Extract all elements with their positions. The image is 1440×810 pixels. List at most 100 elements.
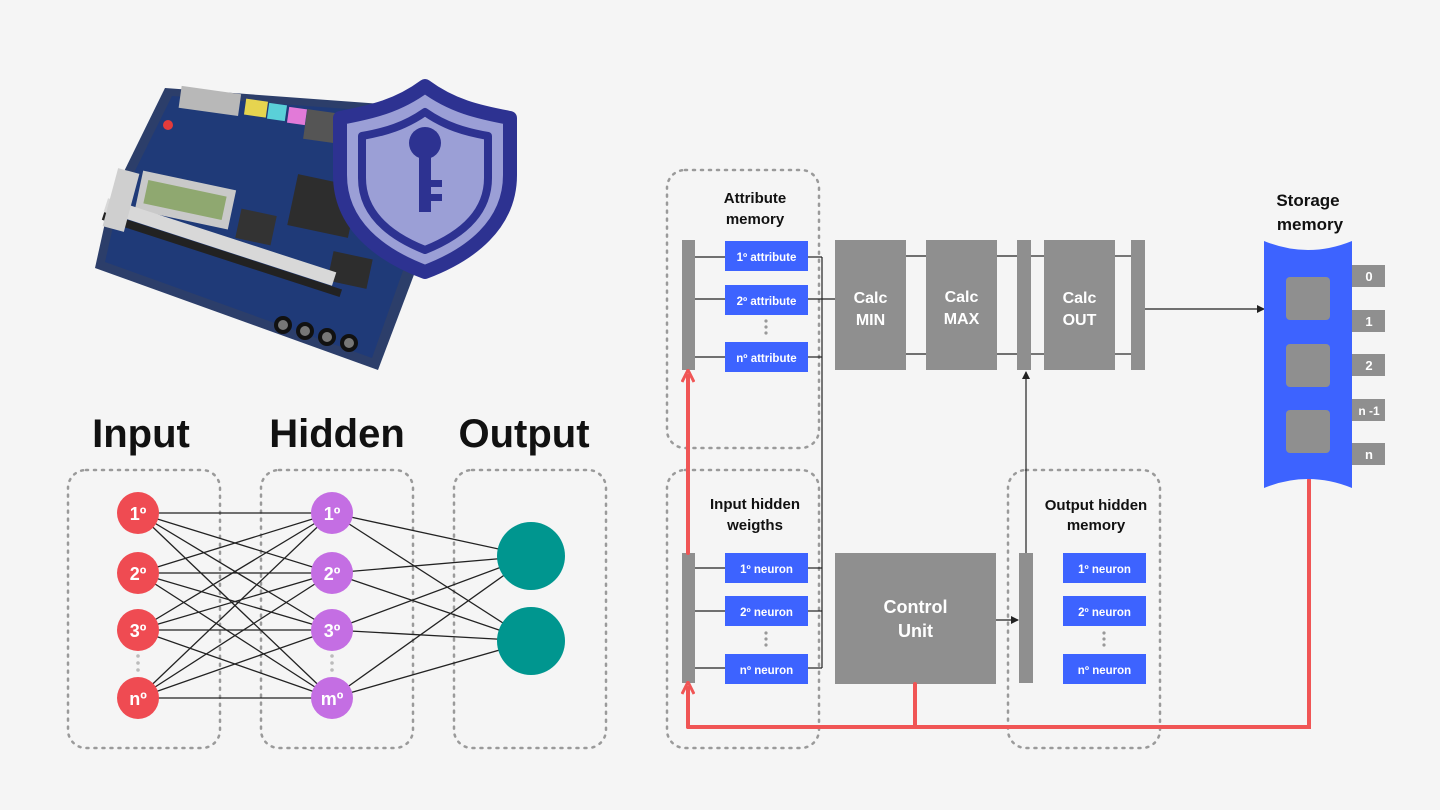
calc-out-label-1: Calc — [1063, 290, 1097, 307]
input-weight-item-2-label: 2º neuron — [740, 607, 793, 619]
input-neuron-2 — [117, 552, 159, 594]
output-hidden-item-n-label: nº neuron — [1078, 665, 1131, 677]
edge-hidden-3-output-1 — [331, 640, 532, 699]
storage-address-n-minus-1-label: n -1 — [1358, 404, 1380, 418]
edge-input-3-hidden-1 — [137, 572, 333, 699]
hidden-neuron-m-label: mº — [321, 689, 344, 709]
hidden-neurons: 1º 2º 3º mº — [311, 492, 353, 719]
attribute-item-2-label: 2º attribute — [737, 296, 797, 308]
input-neuron-2-label: 2º — [130, 564, 147, 584]
input-neuron-n-label: nº — [129, 689, 147, 709]
calc-out-block — [1044, 240, 1115, 370]
input-hidden-group — [665, 468, 821, 750]
input-hidden-title-2: weigths — [726, 517, 783, 534]
hidden-title: Hidden — [269, 412, 405, 456]
input-layer-box — [66, 468, 222, 750]
output-hidden-item-2-label: 2º neuron — [1078, 607, 1131, 619]
input-neuron-3 — [117, 609, 159, 651]
storage-memory-title-2: memory — [1277, 215, 1344, 234]
input-neuron-3-label: 3º — [130, 621, 147, 641]
output-hidden-title-1: Output hidden — [1045, 497, 1147, 514]
output-hidden-item-2 — [1063, 596, 1146, 626]
output-title: Output — [458, 412, 589, 456]
storage-address-1-label: 1 — [1365, 314, 1372, 329]
storage-cell-2 — [1286, 344, 1330, 387]
input-weight-item-1-label: 1º neuron — [740, 564, 793, 576]
storage-cell-3 — [1286, 410, 1330, 453]
calc-max-block — [926, 240, 997, 370]
input-weight-item-n — [725, 654, 808, 684]
storage-address-n-label: n — [1365, 447, 1373, 462]
hidden-neuron-3-label: 3º — [324, 621, 341, 641]
input-weight-item-2 — [725, 596, 808, 626]
output-layer-box — [452, 468, 608, 750]
output-hidden-item-1 — [1063, 553, 1146, 583]
edge-input-3-hidden-2 — [137, 629, 333, 699]
calc-out-right-bar — [1131, 240, 1145, 370]
input-weight-item-1 — [725, 553, 808, 583]
input-neuron-1 — [117, 492, 159, 534]
storage-address-0 — [1352, 265, 1385, 287]
output-hidden-item-n — [1063, 654, 1146, 684]
attribute-item-2 — [725, 285, 808, 315]
attribute-memory-title-1: Attribute — [724, 190, 787, 207]
control-unit-label-1: Control — [884, 597, 948, 617]
calc-max-label-2: MAX — [944, 311, 980, 328]
input-hidden-title-1: Input hidden — [710, 496, 800, 513]
input-neuron-1-label: 1º — [130, 504, 147, 524]
hidden-neuron-m — [311, 677, 353, 719]
storage-address-1 — [1352, 310, 1385, 332]
storage-address-n-minus-1 — [1352, 399, 1385, 421]
attribute-memory-group — [665, 168, 821, 450]
hidden-neuron-3 — [311, 609, 353, 651]
output-hidden-item-1-label: 1º neuron — [1078, 564, 1131, 576]
control-unit-label-2: Unit — [898, 621, 933, 641]
calc-out-left-bar — [1017, 240, 1031, 370]
attribute-item-1-label: 1º attribute — [737, 252, 797, 264]
attribute-memory-title-2: memory — [726, 211, 785, 228]
edge-hidden-0-output-1 — [331, 512, 532, 642]
calc-max-label-1: Calc — [945, 289, 979, 306]
edge-hidden-1-output-1 — [331, 572, 532, 642]
output-neurons — [497, 522, 565, 675]
attribute-item-n — [725, 342, 808, 372]
shield-key-icon — [333, 79, 517, 279]
network-connections — [137, 512, 532, 699]
output-hidden-title-2: memory — [1067, 517, 1126, 534]
output-neuron-2 — [497, 607, 565, 675]
edge-input-1-hidden-0 — [137, 512, 333, 574]
attribute-bus-bar — [682, 240, 695, 370]
input-neurons: 1º 2º 3º nº — [117, 492, 159, 719]
edge-input-2-hidden-0 — [137, 512, 333, 631]
attribute-item-1 — [725, 241, 808, 271]
input-weight-item-n-label: nº neuron — [740, 665, 793, 677]
attribute-item-n-label: nº attribute — [736, 353, 796, 365]
calc-min-label-2: MIN — [856, 312, 885, 329]
weights-bus-bar — [682, 553, 695, 683]
storage-memory-title-1: Storage — [1276, 191, 1339, 210]
calc-min-label-1: Calc — [854, 290, 888, 307]
output-hidden-bus-bar — [1019, 553, 1033, 683]
storage-address-2 — [1352, 354, 1385, 376]
control-unit-block — [835, 553, 996, 684]
output-hidden-group — [1006, 468, 1162, 750]
edge-input-3-hidden-0 — [137, 512, 333, 699]
storage-address-2-label: 2 — [1365, 358, 1372, 373]
red-feedback-bus — [688, 376, 1311, 729]
storage-address-0-label: 0 — [1365, 269, 1372, 284]
hidden-neuron-2-label: 2º — [324, 564, 341, 584]
calc-min-block — [835, 240, 906, 370]
hidden-neuron-1 — [311, 492, 353, 534]
edge-hidden-3-output-0 — [331, 555, 532, 699]
calc-out-label-2: OUT — [1063, 312, 1097, 329]
storage-address-n — [1352, 443, 1385, 465]
edge-input-2-hidden-1 — [137, 572, 333, 631]
control-wiring — [695, 255, 1265, 669]
input-neuron-n — [117, 677, 159, 719]
storage-cell-1 — [1286, 277, 1330, 320]
output-neuron-1 — [497, 522, 565, 590]
hidden-neuron-2 — [311, 552, 353, 594]
input-title: Input — [92, 412, 190, 456]
